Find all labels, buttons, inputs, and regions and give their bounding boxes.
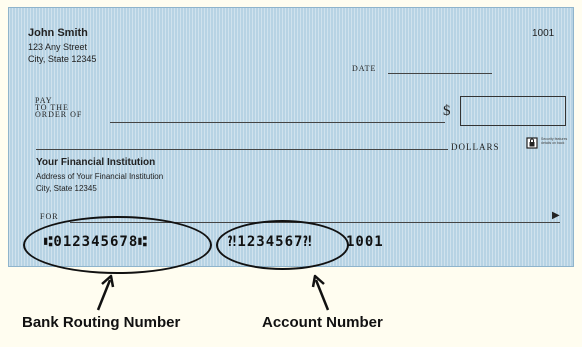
payee-line (110, 122, 445, 123)
security-features-text-label: Security features details on back (541, 137, 568, 145)
institution-address-line1: Address of Your Financial Institution (36, 172, 164, 181)
check-number: 1001 (532, 28, 555, 39)
date-line (388, 73, 492, 74)
institution-name: Your Financial Institution (36, 157, 156, 168)
dollar-sign: $ (443, 103, 451, 119)
account-number-highlight-oval (216, 220, 349, 270)
account-holder-name: John Smith (28, 27, 88, 39)
dollars-label: DOLLARS (451, 142, 500, 152)
account-number-caption: Account Number (262, 314, 383, 331)
security-features-text: Security features details on back (541, 137, 573, 145)
pay-label-line1: PAY (35, 96, 53, 105)
memo-label: FOR (40, 212, 59, 221)
date-label: DATE (352, 64, 377, 73)
written-amount-line (36, 149, 448, 150)
up-arrow-icon (96, 274, 115, 311)
pay-to-label: PAY TO THE ORDER OF (35, 96, 83, 119)
holder-address-line2: City, State 12345 (28, 54, 97, 64)
holder-address-line1: 123 Any Street (28, 42, 88, 52)
routing-number-highlight-oval (23, 216, 212, 274)
micr-check-number: 1001 (346, 234, 384, 250)
padlock-icon (526, 137, 538, 149)
amount-box (460, 96, 566, 126)
institution-address-line2: City, State 12345 (36, 184, 97, 193)
signature-marker-icon: ▶ (552, 210, 560, 221)
routing-number-caption: Bank Routing Number (22, 314, 181, 331)
up-arrow-icon (311, 274, 330, 311)
pay-label-line3: ORDER OF (35, 110, 83, 119)
pay-label-line2: TO THE (35, 103, 69, 112)
